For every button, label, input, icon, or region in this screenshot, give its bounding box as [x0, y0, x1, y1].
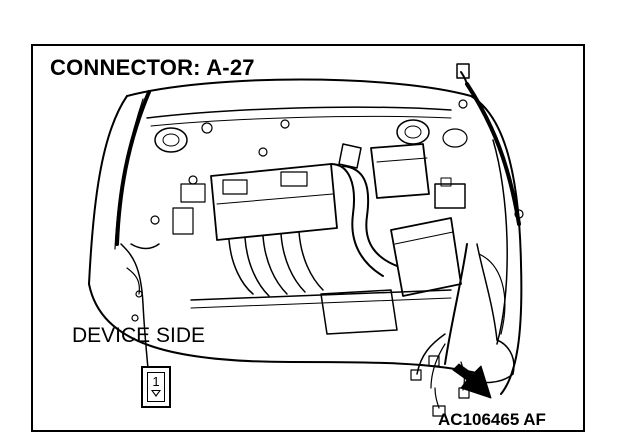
engine-cover — [210, 163, 338, 241]
connector-face: 1 — [141, 366, 171, 408]
terminal-triangle-icon — [151, 390, 161, 397]
hood-outline — [126, 78, 523, 395]
connector-terminal: 1 — [147, 372, 165, 402]
left-harness — [115, 90, 151, 246]
figure-code-suffix: AF — [523, 410, 546, 429]
intake-runners — [228, 231, 324, 297]
air-filter — [390, 217, 462, 297]
pointer-arrow-icon — [452, 363, 492, 399]
bumper-outline — [88, 283, 482, 375]
left-fender — [88, 95, 128, 285]
figure-code-number: AC106465 — [438, 410, 520, 429]
left-strut-tower — [154, 127, 188, 153]
right-harness — [465, 82, 521, 226]
figure-frame — [31, 44, 585, 432]
connector-title: CONNECTOR: A-27 — [50, 55, 255, 80]
engine-bay-illustration — [88, 63, 524, 417]
device-side-label: DEVICE SIDE — [72, 324, 206, 347]
battery — [370, 143, 430, 199]
right-lower-harness — [444, 243, 468, 365]
pin-number: 1 — [152, 374, 160, 389]
right-fender-curve — [492, 139, 508, 345]
right-strut-tower — [396, 119, 430, 145]
intake-hose — [330, 163, 384, 277]
